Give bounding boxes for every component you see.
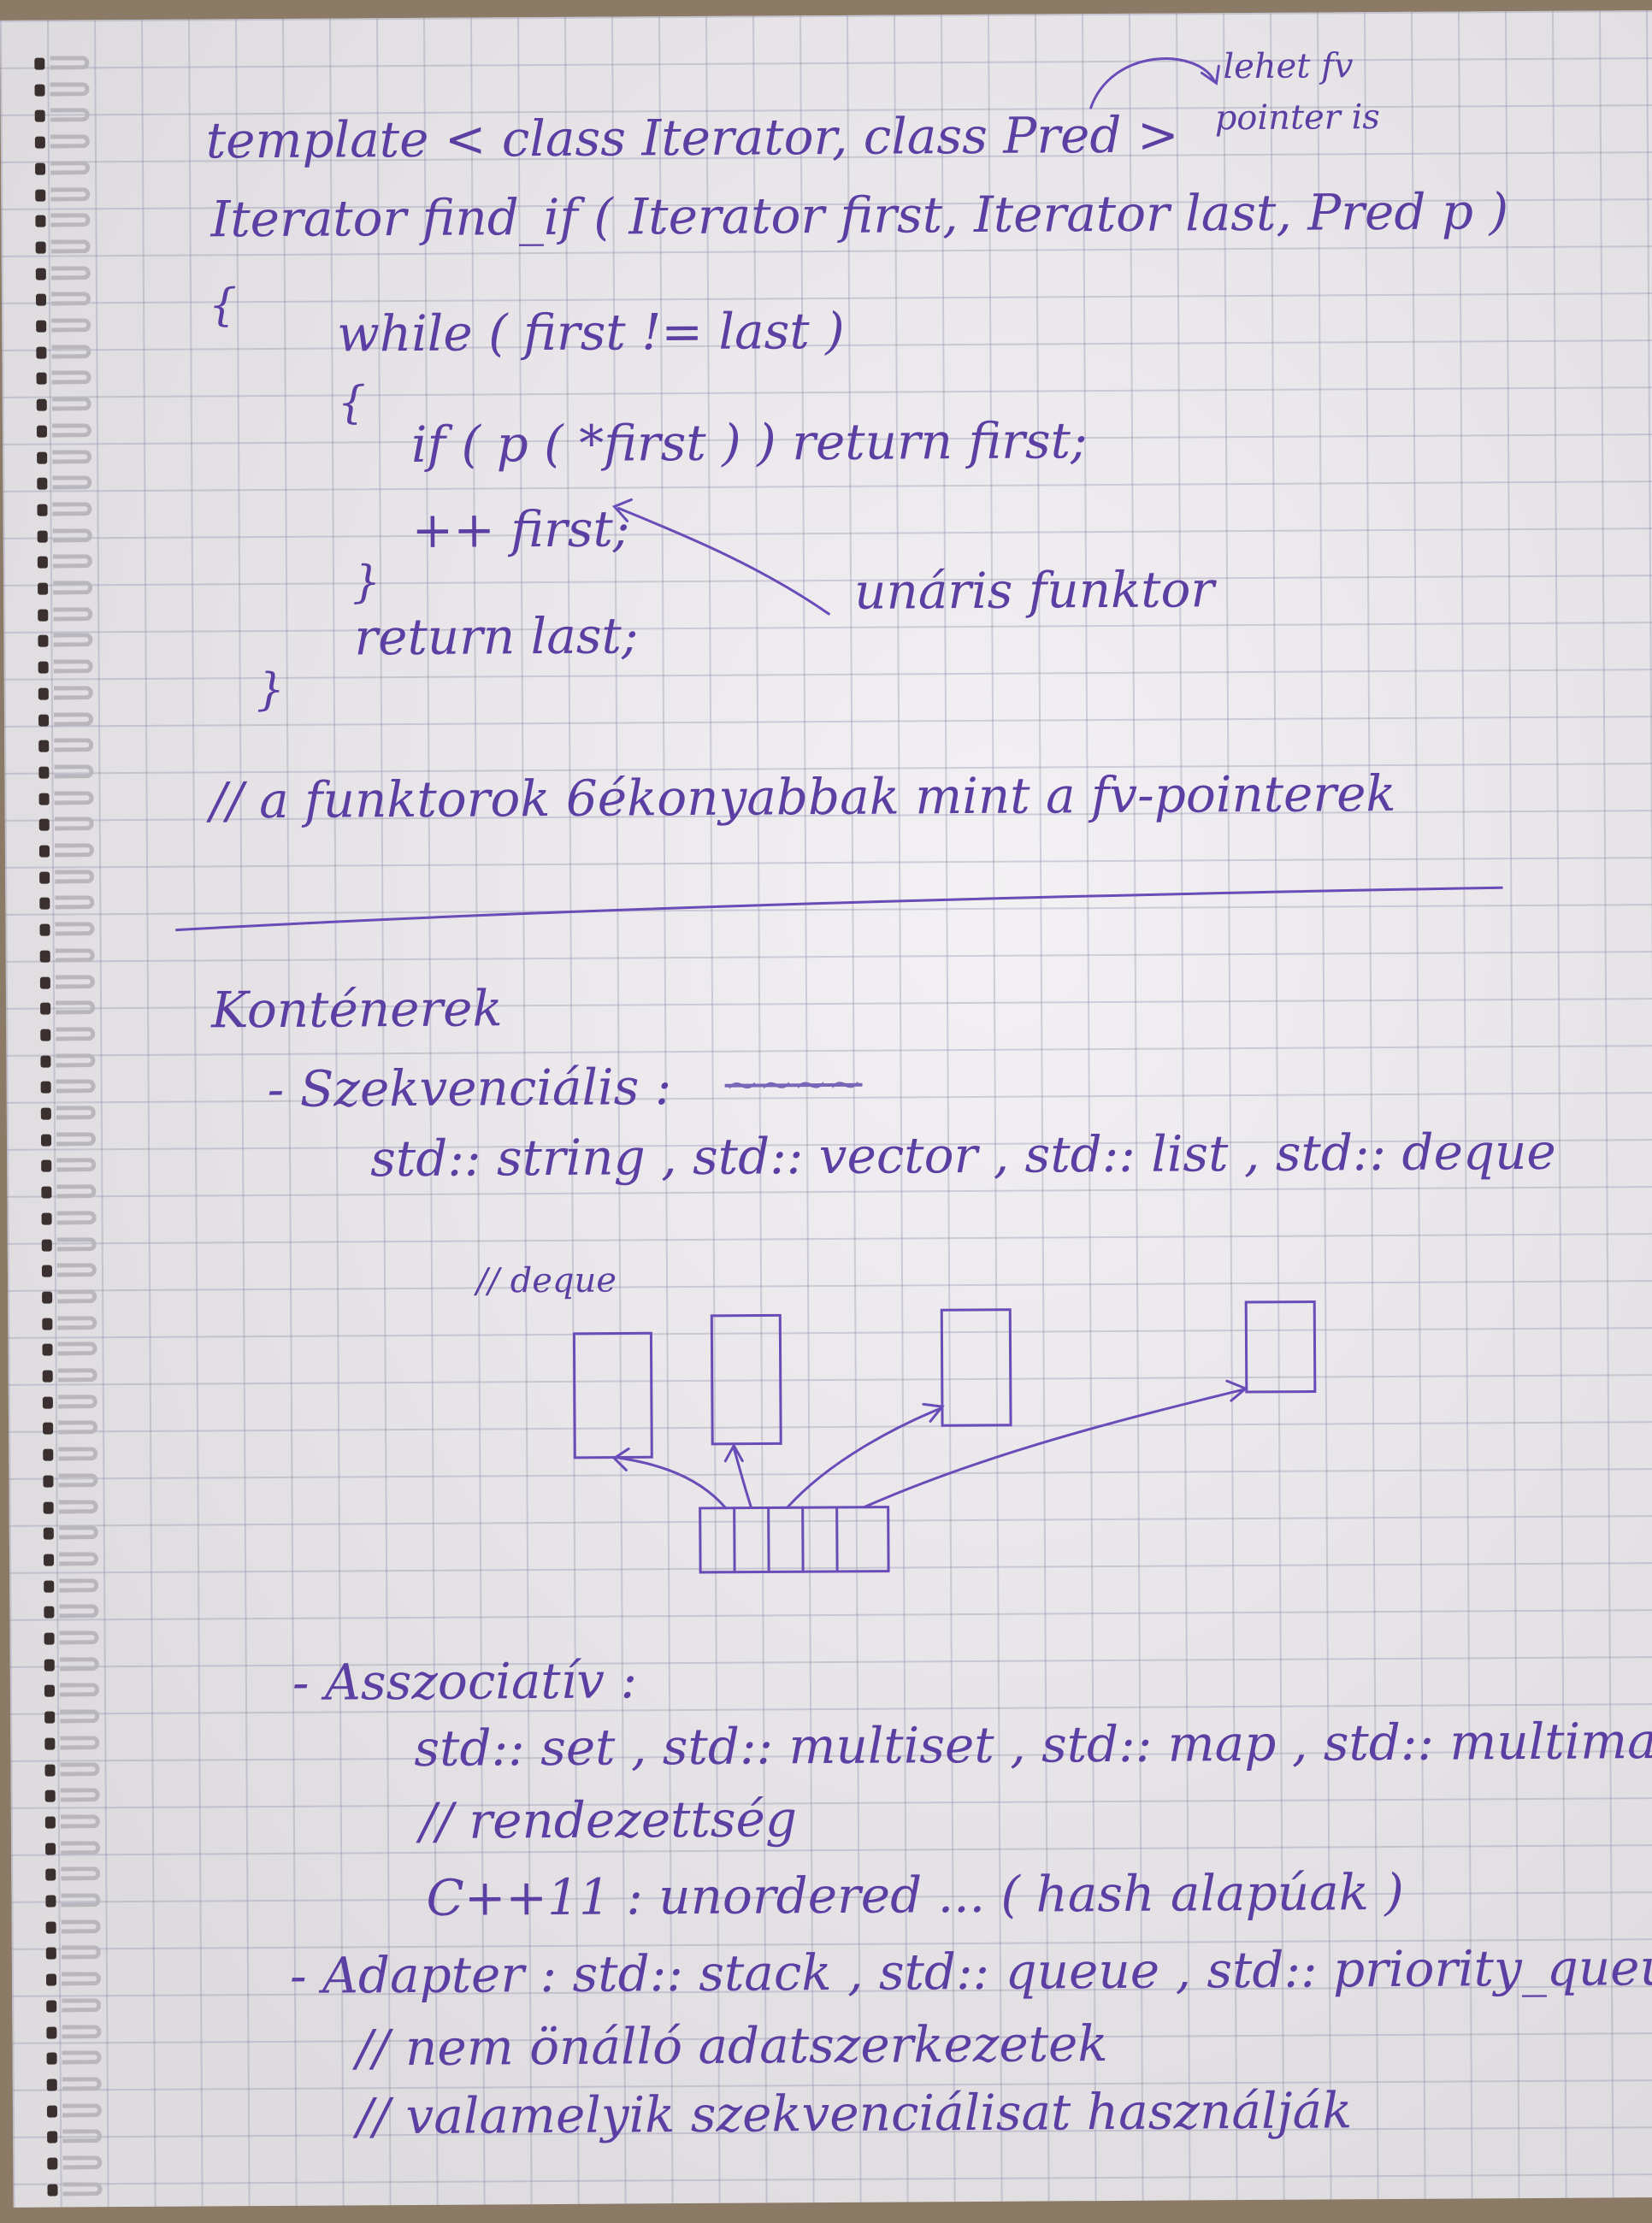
deque-arrow-1	[611, 1447, 728, 1510]
deque-block-3	[940, 1308, 1012, 1427]
functor-arrow	[611, 498, 830, 616]
ink-drawings	[175, 57, 1503, 1574]
deque-arrow-4	[863, 1379, 1248, 1509]
deque-block-4	[1244, 1300, 1317, 1394]
deque-index-array	[699, 1506, 890, 1574]
section-divider	[175, 886, 1503, 932]
pointer-note-arrow	[1089, 57, 1220, 109]
deque-index-dividers	[733, 1506, 839, 1574]
notebook-page: template < class Iterator, class Pred > …	[0, 10, 1652, 2208]
deque-block-2	[710, 1313, 782, 1446]
deque-arrow-3	[786, 1402, 945, 1509]
deque-arrow-2	[723, 1442, 753, 1510]
deque-block-1	[572, 1331, 653, 1459]
